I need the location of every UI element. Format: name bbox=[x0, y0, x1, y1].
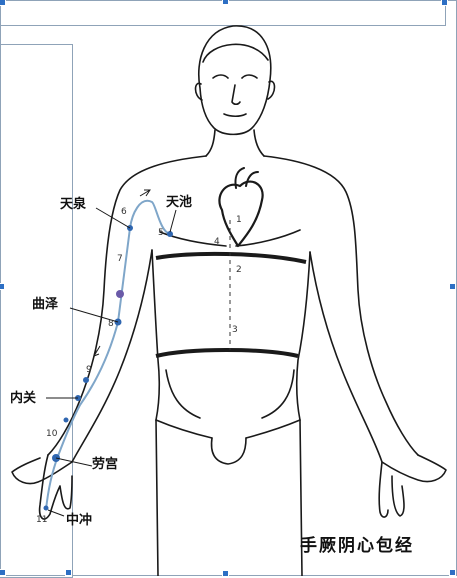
heart-illustration bbox=[218, 180, 264, 248]
label-zhongchong: 中冲 bbox=[66, 513, 93, 528]
resize-handle-left-mid[interactable] bbox=[0, 283, 5, 290]
waist-band bbox=[155, 348, 299, 358]
head-outline bbox=[198, 25, 272, 136]
chest-line-left bbox=[159, 231, 227, 247]
leader-tianquan bbox=[95, 207, 131, 229]
pelvis-right bbox=[245, 419, 301, 439]
leader-tianchi bbox=[169, 209, 177, 233]
right-ear bbox=[267, 80, 276, 100]
point-number-10: 10 bbox=[46, 429, 58, 439]
neck-left bbox=[205, 129, 216, 157]
point-number-6: 6 bbox=[121, 207, 127, 217]
left-eye bbox=[212, 74, 229, 79]
point-number-4: 4 bbox=[214, 237, 220, 247]
left-hand-outline bbox=[11, 454, 73, 520]
acupoint-zhongchong-dot bbox=[43, 505, 49, 511]
acupoint-tianchi-dot bbox=[167, 231, 173, 237]
label-tianquan: 天泉 bbox=[60, 197, 87, 212]
chest-band bbox=[155, 251, 307, 264]
top-image-selection-frame bbox=[0, 0, 446, 26]
mouth bbox=[223, 113, 247, 118]
torso-left-outline bbox=[47, 155, 207, 456]
right-eye bbox=[241, 74, 258, 79]
torso-right-side bbox=[295, 251, 311, 421]
label-quze: 曲泽 bbox=[32, 297, 59, 312]
flow-arrow-forearm bbox=[93, 345, 101, 357]
right-leg bbox=[299, 419, 303, 576]
neck-right bbox=[253, 129, 265, 157]
genital-outline bbox=[210, 437, 247, 465]
inner-right-arm bbox=[309, 251, 383, 463]
point-number-3: 3 bbox=[232, 325, 238, 335]
point-number-11: 11 bbox=[36, 515, 48, 525]
heart-vessels bbox=[234, 167, 259, 189]
hair-line bbox=[202, 43, 269, 63]
resize-handle-top-left[interactable] bbox=[0, 0, 6, 6]
resize-handle-top-right[interactable] bbox=[441, 0, 448, 6]
flow-arrow-upper bbox=[139, 189, 151, 197]
resize-handle-top-mid[interactable] bbox=[222, 0, 229, 5]
left-ear bbox=[194, 82, 203, 101]
belly bbox=[165, 369, 295, 419]
chest-line-right bbox=[235, 229, 301, 247]
pelvis-left bbox=[155, 419, 213, 439]
leader-laogong bbox=[55, 457, 93, 467]
nose bbox=[231, 84, 241, 106]
acupoint-9-dot bbox=[83, 377, 89, 383]
point-number-8: 8 bbox=[108, 319, 114, 329]
resize-handle-right-mid[interactable] bbox=[449, 283, 456, 290]
point-number-9: 9 bbox=[86, 365, 92, 375]
leader-quze bbox=[69, 307, 119, 323]
acupoint-8-dot bbox=[116, 290, 124, 298]
label-neiguan: 内关 bbox=[10, 391, 37, 406]
left-leg bbox=[155, 419, 159, 576]
point-number-5: 5 bbox=[158, 228, 164, 238]
right-hand-outline bbox=[378, 454, 447, 518]
acupoint-10-dot bbox=[63, 417, 69, 423]
leader-zhongchong bbox=[47, 509, 65, 517]
point-number-2: 2 bbox=[236, 265, 242, 275]
label-tianchi: 天池 bbox=[166, 195, 193, 210]
label-laogong: 劳宫 bbox=[92, 457, 119, 472]
inner-left-arm bbox=[71, 249, 153, 463]
point-number-1: 1 bbox=[236, 215, 242, 225]
torso-left-side bbox=[151, 249, 161, 421]
torso-right-outline bbox=[263, 155, 419, 456]
diagram-title: 手厥阴心包经 bbox=[300, 536, 414, 556]
point-number-7: 7 bbox=[117, 254, 123, 264]
